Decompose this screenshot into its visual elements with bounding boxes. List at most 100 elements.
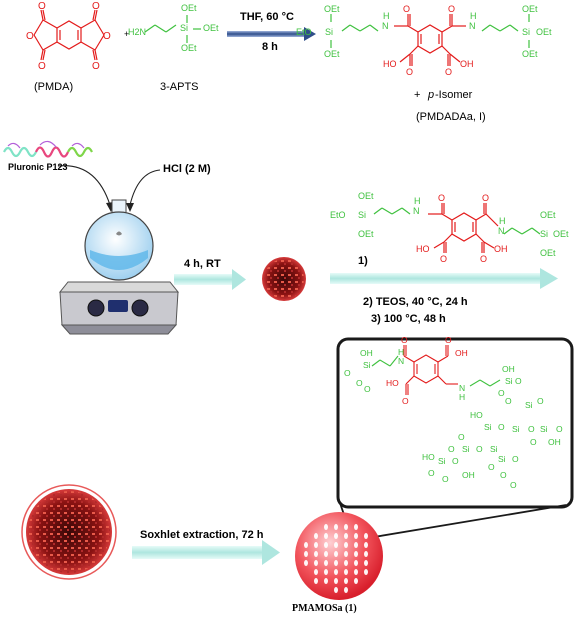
pore-mark: [334, 533, 338, 539]
pore-mark: [334, 542, 338, 548]
svg-text:Si: Si: [490, 444, 498, 454]
reaction-arrow-3: [330, 268, 558, 289]
svg-text:O: O: [530, 437, 537, 447]
svg-text:OEt: OEt: [358, 191, 374, 201]
svg-text:O: O: [356, 378, 363, 388]
pore-mark: [304, 542, 308, 548]
svg-text:OEt: OEt: [324, 4, 340, 14]
svg-text:Si: Si: [498, 454, 506, 464]
svg-text:O: O: [512, 454, 519, 464]
pore-mark: [364, 560, 368, 566]
pore-mark: [364, 533, 368, 539]
svg-text:Si: Si: [505, 376, 513, 386]
apts-structure: [144, 15, 201, 43]
svg-text:N: N: [382, 21, 389, 31]
svg-text:O: O: [528, 424, 535, 434]
pore-mark: [344, 524, 348, 530]
pore-mark: [334, 587, 338, 593]
reaction-arrow-1: [227, 27, 316, 41]
pore-mark: [314, 560, 318, 566]
pore-mark: [354, 533, 358, 539]
svg-text:HO: HO: [383, 59, 397, 69]
svg-text:O: O: [401, 335, 408, 345]
svg-text:O: O: [448, 444, 455, 454]
pluronic-label: Pluronic P123: [8, 162, 68, 172]
apts-si: Si: [180, 23, 189, 33]
apts-label: 3-APTS: [160, 81, 199, 93]
svg-text:OEt: OEt: [540, 248, 556, 258]
isomer-label: -Isomer: [435, 89, 473, 101]
svg-text:OH: OH: [462, 470, 475, 480]
svg-text:OEt: OEt: [358, 229, 374, 239]
svg-text:O: O: [445, 67, 452, 77]
svg-text:Si: Si: [484, 422, 492, 432]
pore-mark: [364, 551, 368, 557]
svg-text:OEt: OEt: [553, 229, 569, 239]
svg-text:HO: HO: [386, 378, 399, 388]
apts-oet-bottom: OEt: [181, 43, 197, 53]
svg-text:H: H: [459, 392, 465, 402]
svg-text:Si: Si: [540, 229, 548, 239]
pmamosa-label: PMAMOSa (1): [292, 603, 357, 614]
isomer-p: p: [428, 89, 435, 101]
svg-text:O: O: [505, 396, 512, 406]
svg-text:Si: Si: [358, 210, 366, 220]
svg-text:Si: Si: [462, 444, 470, 454]
pore-mark: [324, 542, 328, 548]
pore-mark: [364, 569, 368, 575]
pore-mark: [314, 542, 318, 548]
hot-plate-stirrer-icon: [58, 281, 180, 335]
svg-text:O: O: [406, 67, 413, 77]
condition-thf: THF, 60 °C: [240, 11, 294, 23]
hybrid-silica-network: [371, 345, 501, 395]
large-micelle-icon: [21, 484, 117, 580]
svg-text:O: O: [344, 368, 351, 378]
pore-mark: [314, 569, 318, 575]
pore-mark: [354, 551, 358, 557]
pore-mark: [324, 569, 328, 575]
pore-mark: [344, 587, 348, 593]
svg-text:O: O: [92, 1, 100, 12]
svg-text:O: O: [482, 193, 489, 203]
svg-text:H: H: [383, 11, 390, 21]
svg-text:OEt: OEt: [324, 49, 340, 59]
svg-text:O: O: [38, 61, 46, 72]
pore-mark: [354, 524, 358, 530]
magnified-structure-callout: [336, 337, 574, 509]
svg-text:Si: Si: [325, 27, 333, 37]
svg-text:OEt: OEt: [536, 27, 552, 37]
reaction-arrow-4: [132, 540, 280, 565]
svg-text:N: N: [398, 356, 404, 366]
svg-text:HO: HO: [422, 452, 435, 462]
svg-text:O: O: [428, 468, 435, 478]
pmda-label: (PMDA): [34, 81, 74, 93]
polymer-coil-icon: [3, 140, 93, 158]
svg-text:O: O: [480, 254, 487, 264]
plus-sign: +: [124, 29, 130, 39]
svg-text:O: O: [498, 422, 505, 432]
svg-text:Si: Si: [512, 424, 520, 434]
svg-text:O: O: [26, 31, 34, 42]
svg-text:O: O: [537, 396, 544, 406]
svg-text:O: O: [452, 456, 459, 466]
pore-mark: [334, 560, 338, 566]
svg-text:O: O: [458, 432, 465, 442]
svg-text:OEt: OEt: [540, 210, 556, 220]
soxhlet-label: Soxhlet extraction, 72 h: [140, 529, 264, 541]
svg-text:OH: OH: [360, 348, 373, 358]
pmda-structure: [33, 9, 105, 61]
svg-text:OH: OH: [548, 437, 561, 447]
pore-mark: [364, 542, 368, 548]
svg-text:O: O: [364, 384, 371, 394]
isomer-plus: +: [414, 89, 421, 101]
reaction-arrow-2: [174, 269, 246, 290]
svg-text:O: O: [515, 376, 522, 386]
pore-mark: [354, 569, 358, 575]
pore-mark: [344, 533, 348, 539]
svg-text:EtO: EtO: [330, 210, 346, 220]
addition-arrows: [57, 165, 161, 212]
pore-mark: [334, 524, 338, 530]
svg-text:O: O: [440, 254, 447, 264]
pore-mark: [344, 569, 348, 575]
svg-text:H: H: [470, 11, 477, 21]
